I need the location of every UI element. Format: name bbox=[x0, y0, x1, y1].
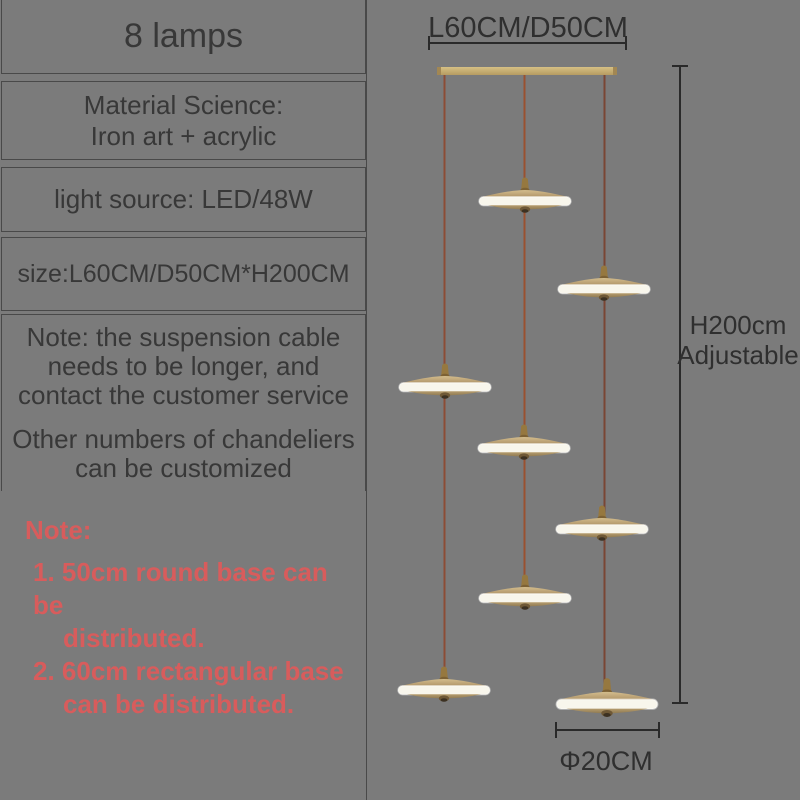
red-note-title: Note: bbox=[25, 515, 92, 545]
lamp-discs bbox=[397, 176, 659, 718]
red-note-item-1: 1. 50cm round base can be distributed. bbox=[33, 556, 360, 655]
light-source-label: light source: LED/48W bbox=[54, 184, 313, 214]
note-line: Note: the suspension cable bbox=[26, 322, 341, 352]
height-adjustable-label: Adjustable bbox=[677, 340, 798, 370]
ceiling-bar-body bbox=[437, 67, 617, 75]
diameter-dimension: Φ20CM bbox=[555, 722, 660, 776]
lamp-disc-8 bbox=[555, 677, 659, 718]
material-box: Material Science: Iron art + acrylic bbox=[1, 81, 366, 160]
material-label-line2: Iron art + acrylic bbox=[90, 120, 277, 151]
red-warning-note: Note: 1. 50cm round base can be distribu… bbox=[25, 514, 360, 721]
diameter-dimension-label: Φ20CM bbox=[559, 746, 653, 776]
lamp-disc-3 bbox=[398, 362, 492, 400]
note-line: needs to be longer, and bbox=[47, 351, 320, 381]
note-paragraph: Note: the suspension cable needs to be l… bbox=[18, 323, 349, 410]
ceiling-bar bbox=[437, 67, 617, 75]
lamp-disc-4 bbox=[477, 423, 571, 461]
lamp-count-box: 8 lamps bbox=[1, 0, 366, 74]
note-box: Note: the suspension cable needs to be l… bbox=[1, 314, 366, 491]
custom-line: Other numbers of chandeliers bbox=[12, 424, 355, 454]
height-dimension: H200cm Adjustable bbox=[672, 65, 799, 704]
lamp-disc-7 bbox=[397, 665, 491, 703]
width-dimension-label: L60CM/D50CM bbox=[428, 12, 628, 44]
red-note-item-2: 2. 60cm rectangular base can be distribu… bbox=[33, 655, 360, 721]
lamp-count-label: 8 lamps bbox=[123, 17, 244, 55]
lamp-disc-6 bbox=[478, 573, 572, 611]
red-note-line: 2. 60cm rectangular base bbox=[33, 656, 344, 686]
red-note-line: 1. 50cm round base can be bbox=[33, 557, 328, 620]
ceiling-bar-cap bbox=[437, 67, 441, 75]
custom-line: can be customized bbox=[75, 453, 292, 483]
lamp-disc-1 bbox=[478, 176, 572, 214]
size-label: size:L60CM/D50CM*H200CM bbox=[17, 259, 350, 288]
height-dimension-label: H200cm bbox=[690, 310, 787, 340]
note-line: contact the customer service bbox=[18, 380, 349, 410]
size-box: size:L60CM/D50CM*H200CM bbox=[1, 237, 366, 311]
lamp-disc-5 bbox=[555, 504, 649, 542]
red-note-line: distributed. bbox=[63, 623, 205, 653]
material-label-line1: Material Science: bbox=[83, 89, 284, 120]
red-note-line: can be distributed. bbox=[63, 689, 295, 719]
customization-paragraph: Other numbers of chandeliers can be cust… bbox=[12, 425, 355, 483]
width-dimension: L60CM/D50CM bbox=[428, 12, 628, 50]
lamp-disc-2 bbox=[557, 264, 651, 302]
light-source-box: light source: LED/48W bbox=[1, 167, 366, 232]
ceiling-bar-cap bbox=[613, 67, 617, 75]
left-column-divider bbox=[366, 0, 367, 800]
